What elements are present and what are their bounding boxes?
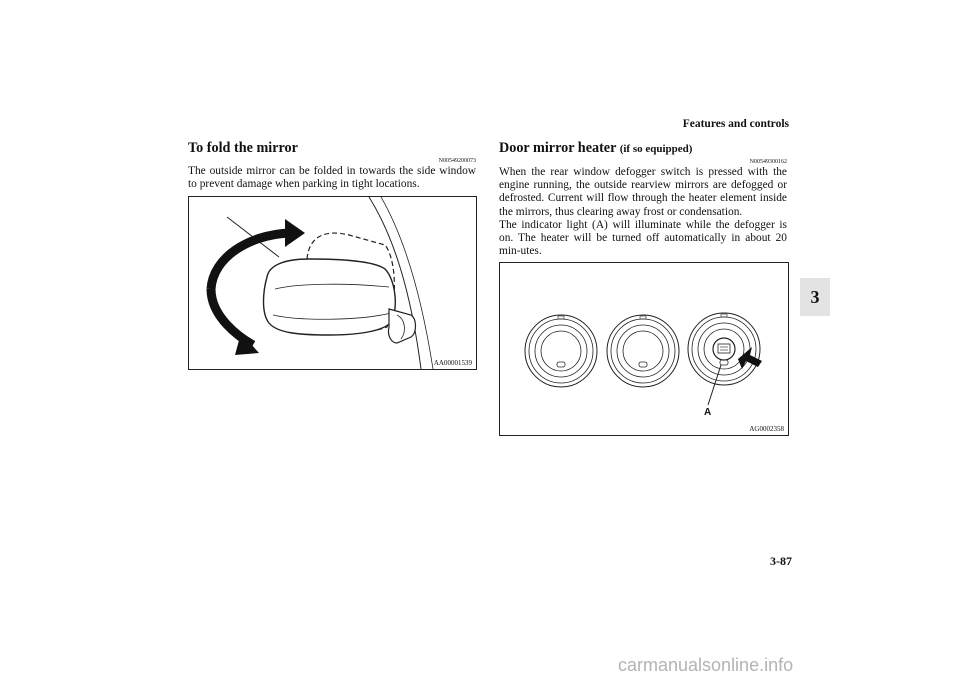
chapter-tab: 3 xyxy=(800,278,830,316)
indicator-label-a: A xyxy=(704,407,712,419)
mirror-heater-body-2: The indicator light (A) will illuminate … xyxy=(499,218,787,258)
fold-mirror-code: N00549200073 xyxy=(438,158,476,164)
fold-mirror-figure-code: AA00001539 xyxy=(433,359,472,368)
climate-dials-illustration xyxy=(524,312,762,406)
fold-mirror-body: The outside mirror can be folded in towa… xyxy=(188,165,476,191)
dial-center xyxy=(606,314,680,388)
mirror-heater-title: Door mirror heater (if so equipped) xyxy=(499,140,787,158)
mirror-heater-figure-code: AG0002358 xyxy=(749,425,784,434)
right-column: Door mirror heater (if so equipped) N005… xyxy=(499,140,789,437)
mirror-heater-title-text: Door mirror heater xyxy=(499,140,617,156)
watermark: carmanualsonline.info xyxy=(618,655,794,675)
fold-mirror-figure: AA00001539 xyxy=(188,196,477,371)
mirror-heater-code: N00549300162 xyxy=(749,159,787,165)
folding-mirror-illustration xyxy=(206,197,434,370)
page-number: 3-87 xyxy=(770,554,792,568)
mirror-heater-figure: A AG0002358 xyxy=(499,262,789,437)
mirror-heater-title-suffix: (if so equipped) xyxy=(619,143,693,155)
left-column: To fold the mirror N00549200073 The outs… xyxy=(188,140,477,371)
dial-left xyxy=(524,314,598,388)
mirror-heater-body-1: When the rear window defogger switch is … xyxy=(499,166,787,218)
dial-right-defogger xyxy=(687,312,762,406)
section-header: Features and controls xyxy=(682,118,789,130)
fold-mirror-title: To fold the mirror xyxy=(188,140,298,156)
